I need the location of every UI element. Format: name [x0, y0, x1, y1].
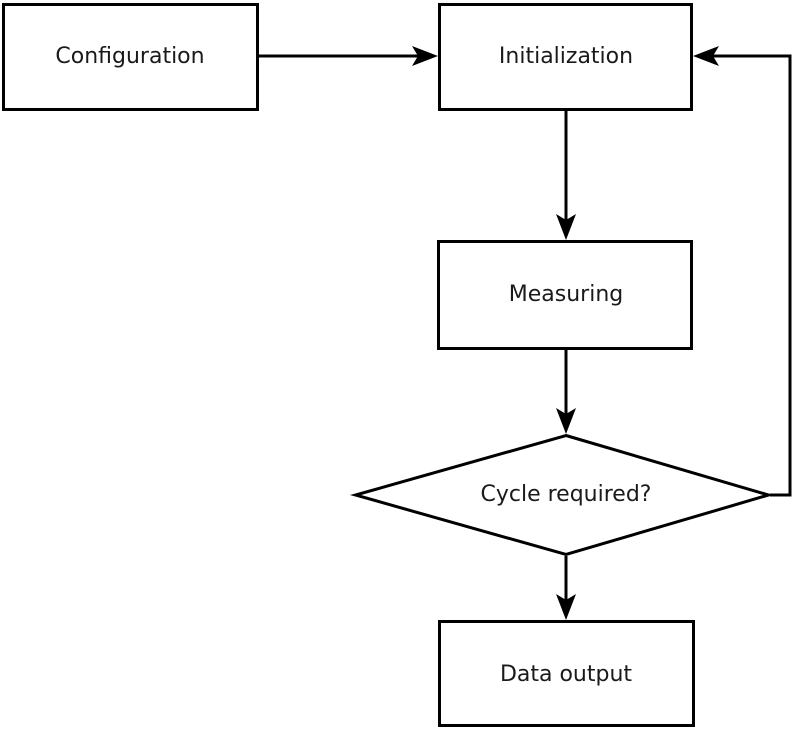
cycle-required-diamond[interactable]	[349, 433, 774, 557]
arrow-head-down	[556, 408, 576, 434]
node-data-output[interactable]: Data output	[438, 620, 695, 727]
data-output-label: Data output	[500, 662, 632, 687]
arrow-head-left	[693, 46, 719, 66]
data-output-box[interactable]	[438, 620, 695, 727]
configuration-label: Configuration	[55, 44, 204, 69]
edge-initialization-to-measuring	[556, 111, 576, 240]
initialization-label: Initialization	[499, 44, 633, 69]
node-configuration[interactable]: Configuration	[2, 3, 259, 111]
edge-line	[708, 54, 792, 497]
measuring-label: Measuring	[509, 282, 623, 307]
cycle-required-label: Cycle required?	[481, 482, 652, 507]
edge-cycle-required-to-initialization	[693, 46, 792, 497]
edge-measuring-to-cycle-required	[556, 350, 576, 434]
arrow-head-right	[412, 46, 438, 66]
measuring-box[interactable]	[437, 240, 693, 350]
arrow-head-down	[556, 214, 576, 240]
edge-configuration-to-initialization	[259, 46, 438, 66]
node-initialization[interactable]: Initialization	[438, 3, 693, 111]
configuration-box[interactable]	[2, 3, 259, 111]
node-cycle-required[interactable]: Cycle required?	[349, 433, 774, 557]
edge-cycle-required-to-data-output	[556, 556, 576, 620]
initialization-box[interactable]	[438, 3, 693, 111]
arrow-head-down	[556, 594, 576, 620]
node-measuring[interactable]: Measuring	[437, 240, 693, 350]
